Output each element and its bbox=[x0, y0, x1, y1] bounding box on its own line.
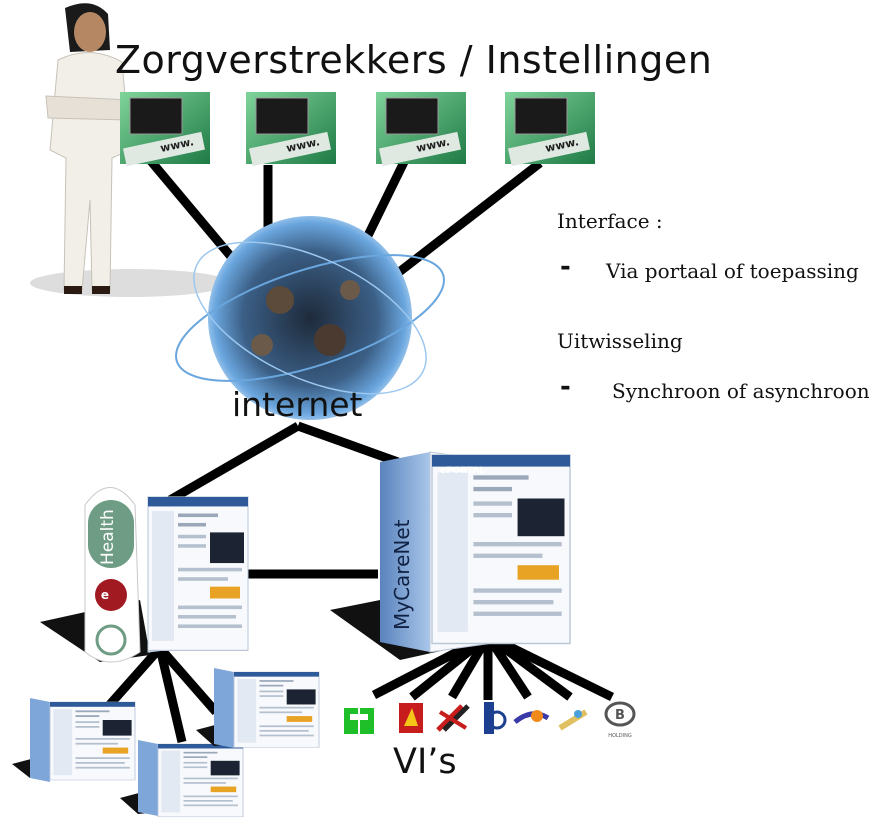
exchange-item: Synchroon of asynchroon bbox=[612, 379, 870, 403]
ehealth-e-letter: e bbox=[101, 588, 109, 602]
mutualiteit-logo bbox=[344, 708, 374, 734]
independent-logo bbox=[484, 702, 507, 734]
bullet-dash: - bbox=[560, 372, 571, 402]
svg-text:HOLDING: HOLDING bbox=[608, 733, 632, 739]
socialist-logo bbox=[399, 703, 423, 733]
mycarenet-label: MyCareNet bbox=[390, 519, 414, 630]
b-holding-logo: B HOLDING bbox=[604, 701, 636, 739]
ehealth-portal bbox=[40, 487, 249, 663]
exchange-heading: Uitwisseling bbox=[557, 329, 683, 353]
small-portals bbox=[12, 668, 320, 818]
neutral-logo bbox=[513, 710, 550, 724]
interface-heading: Interface : bbox=[557, 209, 663, 233]
ehealth-label: Health bbox=[98, 509, 118, 565]
page-title: Zorgverstrekkers / Instellingen bbox=[115, 38, 713, 82]
provider-screens bbox=[120, 92, 595, 167]
portal-logo: ePORTAL bbox=[440, 466, 485, 476]
svg-text:B: B bbox=[615, 708, 625, 723]
care-provider-person bbox=[30, 3, 230, 297]
vis-label: VI’s bbox=[393, 742, 457, 782]
internet-label: internet bbox=[232, 385, 363, 424]
mycarenet-portal bbox=[330, 451, 571, 660]
liberal-logo bbox=[436, 704, 470, 732]
partena-logo bbox=[558, 709, 588, 731]
insurer-logos: B HOLDING bbox=[344, 701, 636, 739]
internet-globe bbox=[175, 216, 445, 420]
bullet-dash: - bbox=[560, 252, 571, 282]
interface-item: Via portaal of toepassing bbox=[606, 259, 859, 283]
